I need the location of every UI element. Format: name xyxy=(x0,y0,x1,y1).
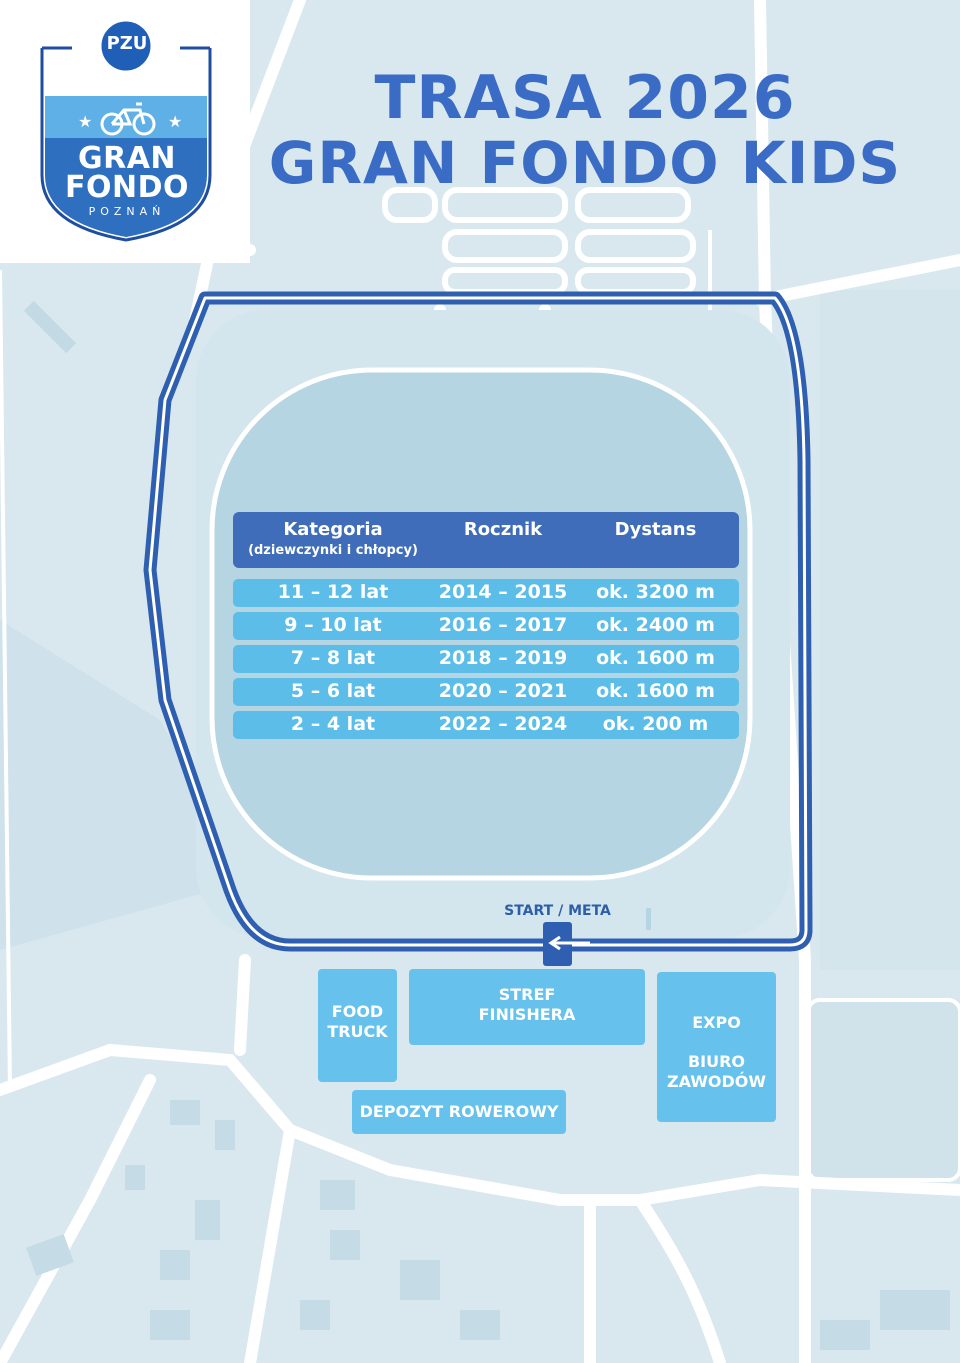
zone-expo-line1: EXPO xyxy=(692,1013,741,1032)
zone-strefa-finishera: STREF FINISHERA xyxy=(409,969,645,1045)
cell-rocznik: 2016 – 2017 xyxy=(438,614,568,636)
page-subtitle: GRAN FONDO KIDS xyxy=(268,129,902,197)
cell-kategoria: 2 – 4 lat xyxy=(290,713,376,735)
cell-rocznik: 2022 – 2024 xyxy=(438,713,568,735)
pzu-badge-text: PZU xyxy=(106,33,148,54)
zone-expo-biuro: EXPO BIURO ZAWODÓW xyxy=(657,972,776,1122)
gran-fondo-logo: ★ ★ PZU GRAN FONDO POZNAŃ xyxy=(0,0,250,263)
zone-depozyt-rowerowy: DEPOZYT ROWEROWY xyxy=(352,1090,566,1134)
cell-dystans: ok. 1600 m xyxy=(596,680,715,702)
table-row: 9 – 10 lat 2016 – 2017 ok. 2400 m xyxy=(233,612,739,640)
header-kategoria: Kategoria (dziewczynki i chłopcy) xyxy=(233,519,433,558)
start-meta-label: START / META xyxy=(504,903,611,919)
cell-dystans: ok. 3200 m xyxy=(596,581,715,603)
category-table: Kategoria (dziewczynki i chłopcy) Roczni… xyxy=(233,512,739,739)
header-dystans: Dystans xyxy=(614,519,697,540)
zone-strefa-line1: STREF xyxy=(498,985,556,1004)
table-row: 7 – 8 lat 2018 – 2019 ok. 1600 m xyxy=(233,645,739,673)
table-row: 2 – 4 lat 2022 – 2024 ok. 200 m xyxy=(233,711,739,739)
page-title: TRASA 2026 xyxy=(374,63,796,133)
cell-rocznik: 2014 – 2015 xyxy=(438,581,568,603)
bicycle-icon xyxy=(100,102,156,136)
cell-dystans: ok. 1600 m xyxy=(596,647,715,669)
zone-food-truck: FOOD TRUCK xyxy=(318,969,397,1082)
logo-line-fondo: FONDO xyxy=(64,170,189,205)
svg-text:★: ★ xyxy=(78,112,92,131)
arrow-left-icon xyxy=(548,935,590,951)
table-row: 11 – 12 lat 2014 – 2015 ok. 3200 m xyxy=(233,579,739,607)
cell-kategoria: 9 – 10 lat xyxy=(284,614,382,636)
cell-kategoria: 11 – 12 lat xyxy=(277,581,389,603)
header-rocznik: Rocznik xyxy=(463,519,543,540)
cell-kategoria: 7 – 8 lat xyxy=(290,647,376,669)
zone-expo-line3: ZAWODÓW xyxy=(666,1072,767,1091)
logo-city: POZNAŃ xyxy=(88,205,166,218)
logo-line-gran: GRAN xyxy=(77,141,177,176)
header-kategoria-sub: (dziewczynki i chłopcy) xyxy=(248,543,418,558)
zone-food-truck-line2: TRUCK xyxy=(327,1022,388,1041)
cell-rocznik: 2020 – 2021 xyxy=(438,680,568,702)
table-header: Kategoria (dziewczynki i chłopcy) Roczni… xyxy=(233,512,739,568)
cell-kategoria: 5 – 6 lat xyxy=(290,680,376,702)
cell-dystans: ok. 200 m xyxy=(602,713,709,735)
zone-expo-line2: BIURO xyxy=(687,1052,746,1071)
cell-rocznik: 2018 – 2019 xyxy=(438,647,568,669)
header-kategoria-label: Kategoria xyxy=(283,519,383,540)
svg-text:★: ★ xyxy=(168,112,182,131)
zone-strefa-line2: FINISHERA xyxy=(478,1005,576,1024)
table-row: 5 – 6 lat 2020 – 2021 ok. 1600 m xyxy=(233,678,739,706)
zone-food-truck-line1: FOOD xyxy=(331,1002,384,1021)
cell-dystans: ok. 2400 m xyxy=(596,614,715,636)
